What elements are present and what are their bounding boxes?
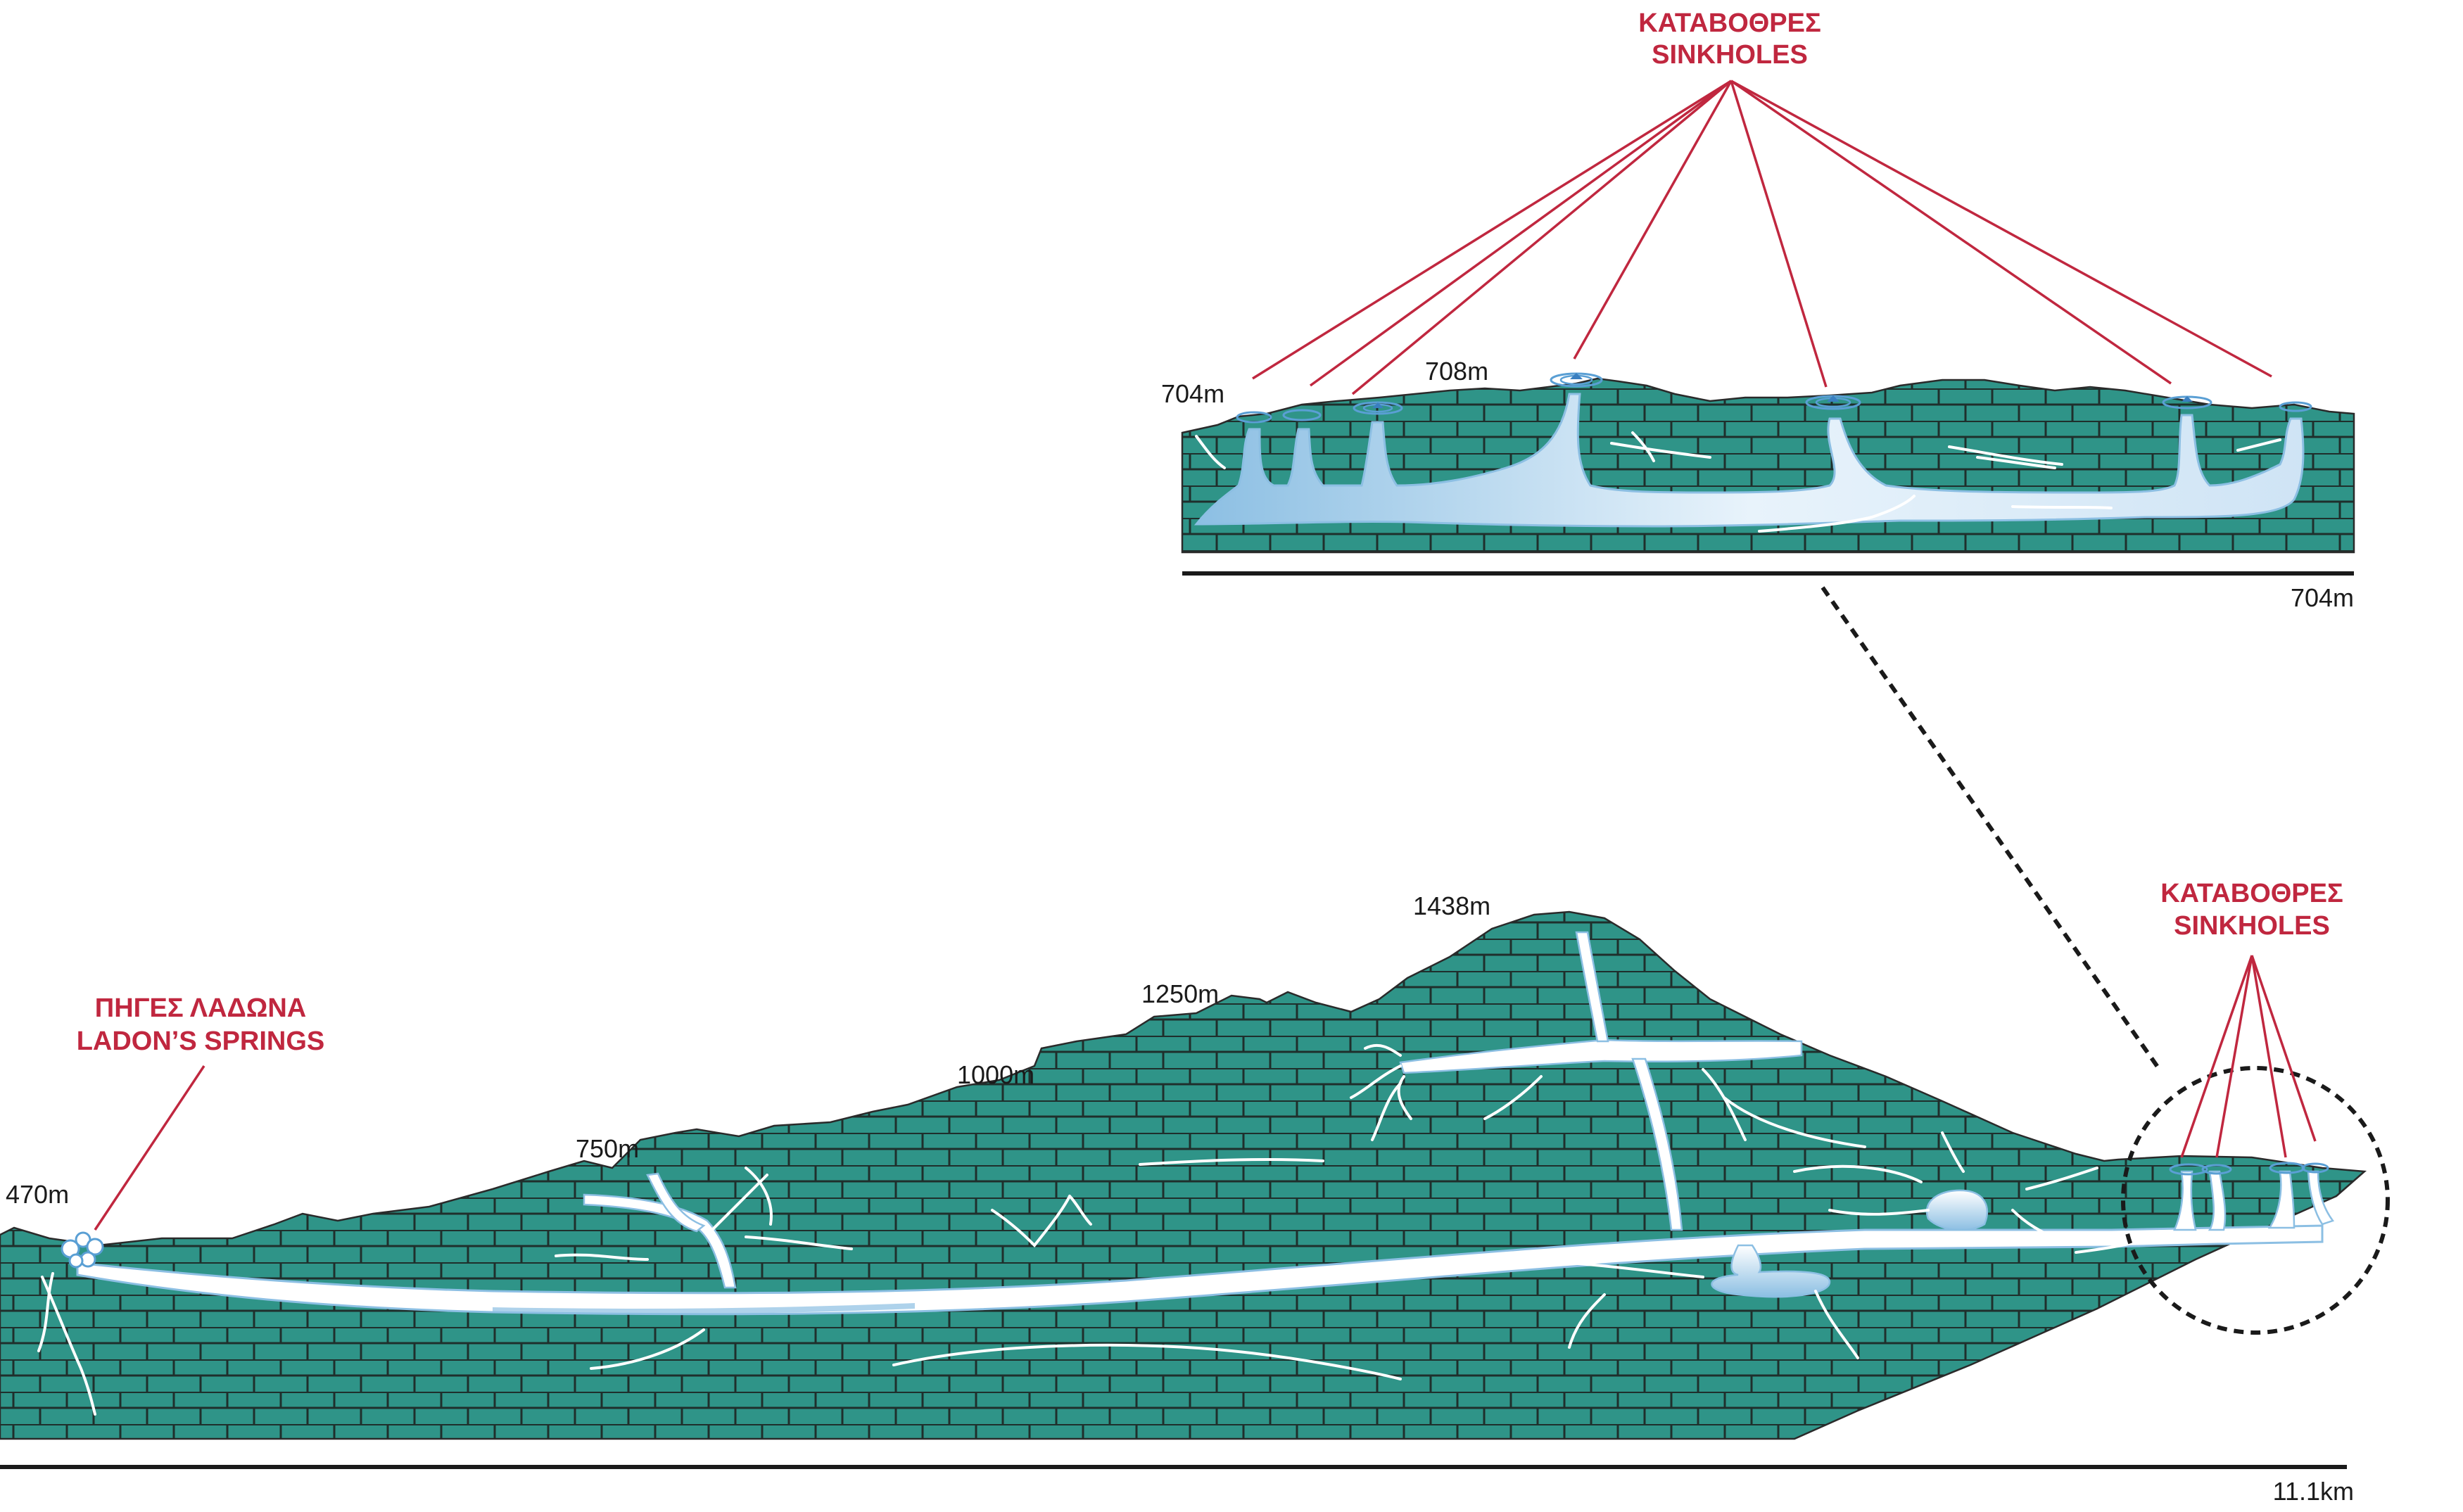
peak-shaft — [1575, 931, 1609, 1043]
elevation-inset-top: 708m — [1425, 357, 1488, 386]
springs-label-greek: ΠΗΓΕΣ ΛΑΔΩΝΑ — [95, 993, 306, 1023]
main-conduit-shade — [493, 1303, 915, 1314]
chamber-lower — [1711, 1244, 1831, 1298]
inset-scale-length: 704m — [2291, 583, 2354, 612]
elevation-750: 750m — [576, 1134, 639, 1163]
zoom-connector — [1821, 586, 2163, 1072]
sinkholes-inset-label-english: SINKHOLES — [1652, 40, 1808, 70]
leader-lines — [94, 80, 2317, 1231]
sinkhole-icon — [1236, 372, 2312, 424]
side-channel-branch — [646, 1172, 706, 1233]
scale-labels: 704m 11.1km — [2273, 583, 2354, 1506]
zoom-circle — [2121, 1066, 2390, 1335]
callout-springs: ΠΗΓΕΣ ΛΑΔΩΝΑ LADON’S SPRINGS — [77, 993, 325, 1056]
elevation-springs: 470m — [6, 1180, 69, 1209]
sinkhole-icon — [2169, 1162, 2329, 1176]
rock-fractures-main — [37, 1043, 2155, 1416]
elevation-peak: 1438m — [1413, 891, 1490, 920]
springs-label-english: LADON’S SPRINGS — [77, 1027, 325, 1056]
inset-section — [1181, 372, 2355, 576]
vertical-shaft — [1631, 1057, 1683, 1231]
chamber-upper — [1925, 1189, 1988, 1231]
spring-icon — [61, 1231, 104, 1269]
main-scale-length: 11.1km — [2273, 1477, 2354, 1506]
elevation-1000: 1000m — [957, 1060, 1034, 1089]
elevation-labels: 470m 750m 1000m 1250m 1438m 704m 708m — [6, 357, 1490, 1209]
elevation-1250: 1250m — [1141, 979, 1219, 1008]
main-section — [0, 586, 2390, 1469]
sinkholes-main-label-greek: ΚΑΤΑΒΟΘΡΕΣ — [2160, 879, 2343, 908]
inset-conduit — [1193, 393, 2305, 528]
upper-channel — [1399, 1038, 1803, 1074]
side-channel-750 — [583, 1193, 737, 1289]
callout-sinkholes-main: ΚΑΤΑΒΟΘΡΕΣ SINKHOLES — [2160, 879, 2343, 941]
rock-fractures-inset — [1195, 431, 2281, 533]
sinkhole-shafts-main — [2173, 1170, 2335, 1231]
sinkholes-inset-label-greek: ΚΑΤΑΒΟΘΡΕΣ — [1638, 8, 1821, 38]
sinkholes-main-label-english: SINKHOLES — [2174, 911, 2330, 941]
elevation-inset-left: 704m — [1161, 379, 1224, 408]
callout-sinkholes-inset: ΚΑΤΑΒΟΘΡΕΣ SINKHOLES — [1638, 8, 1821, 70]
